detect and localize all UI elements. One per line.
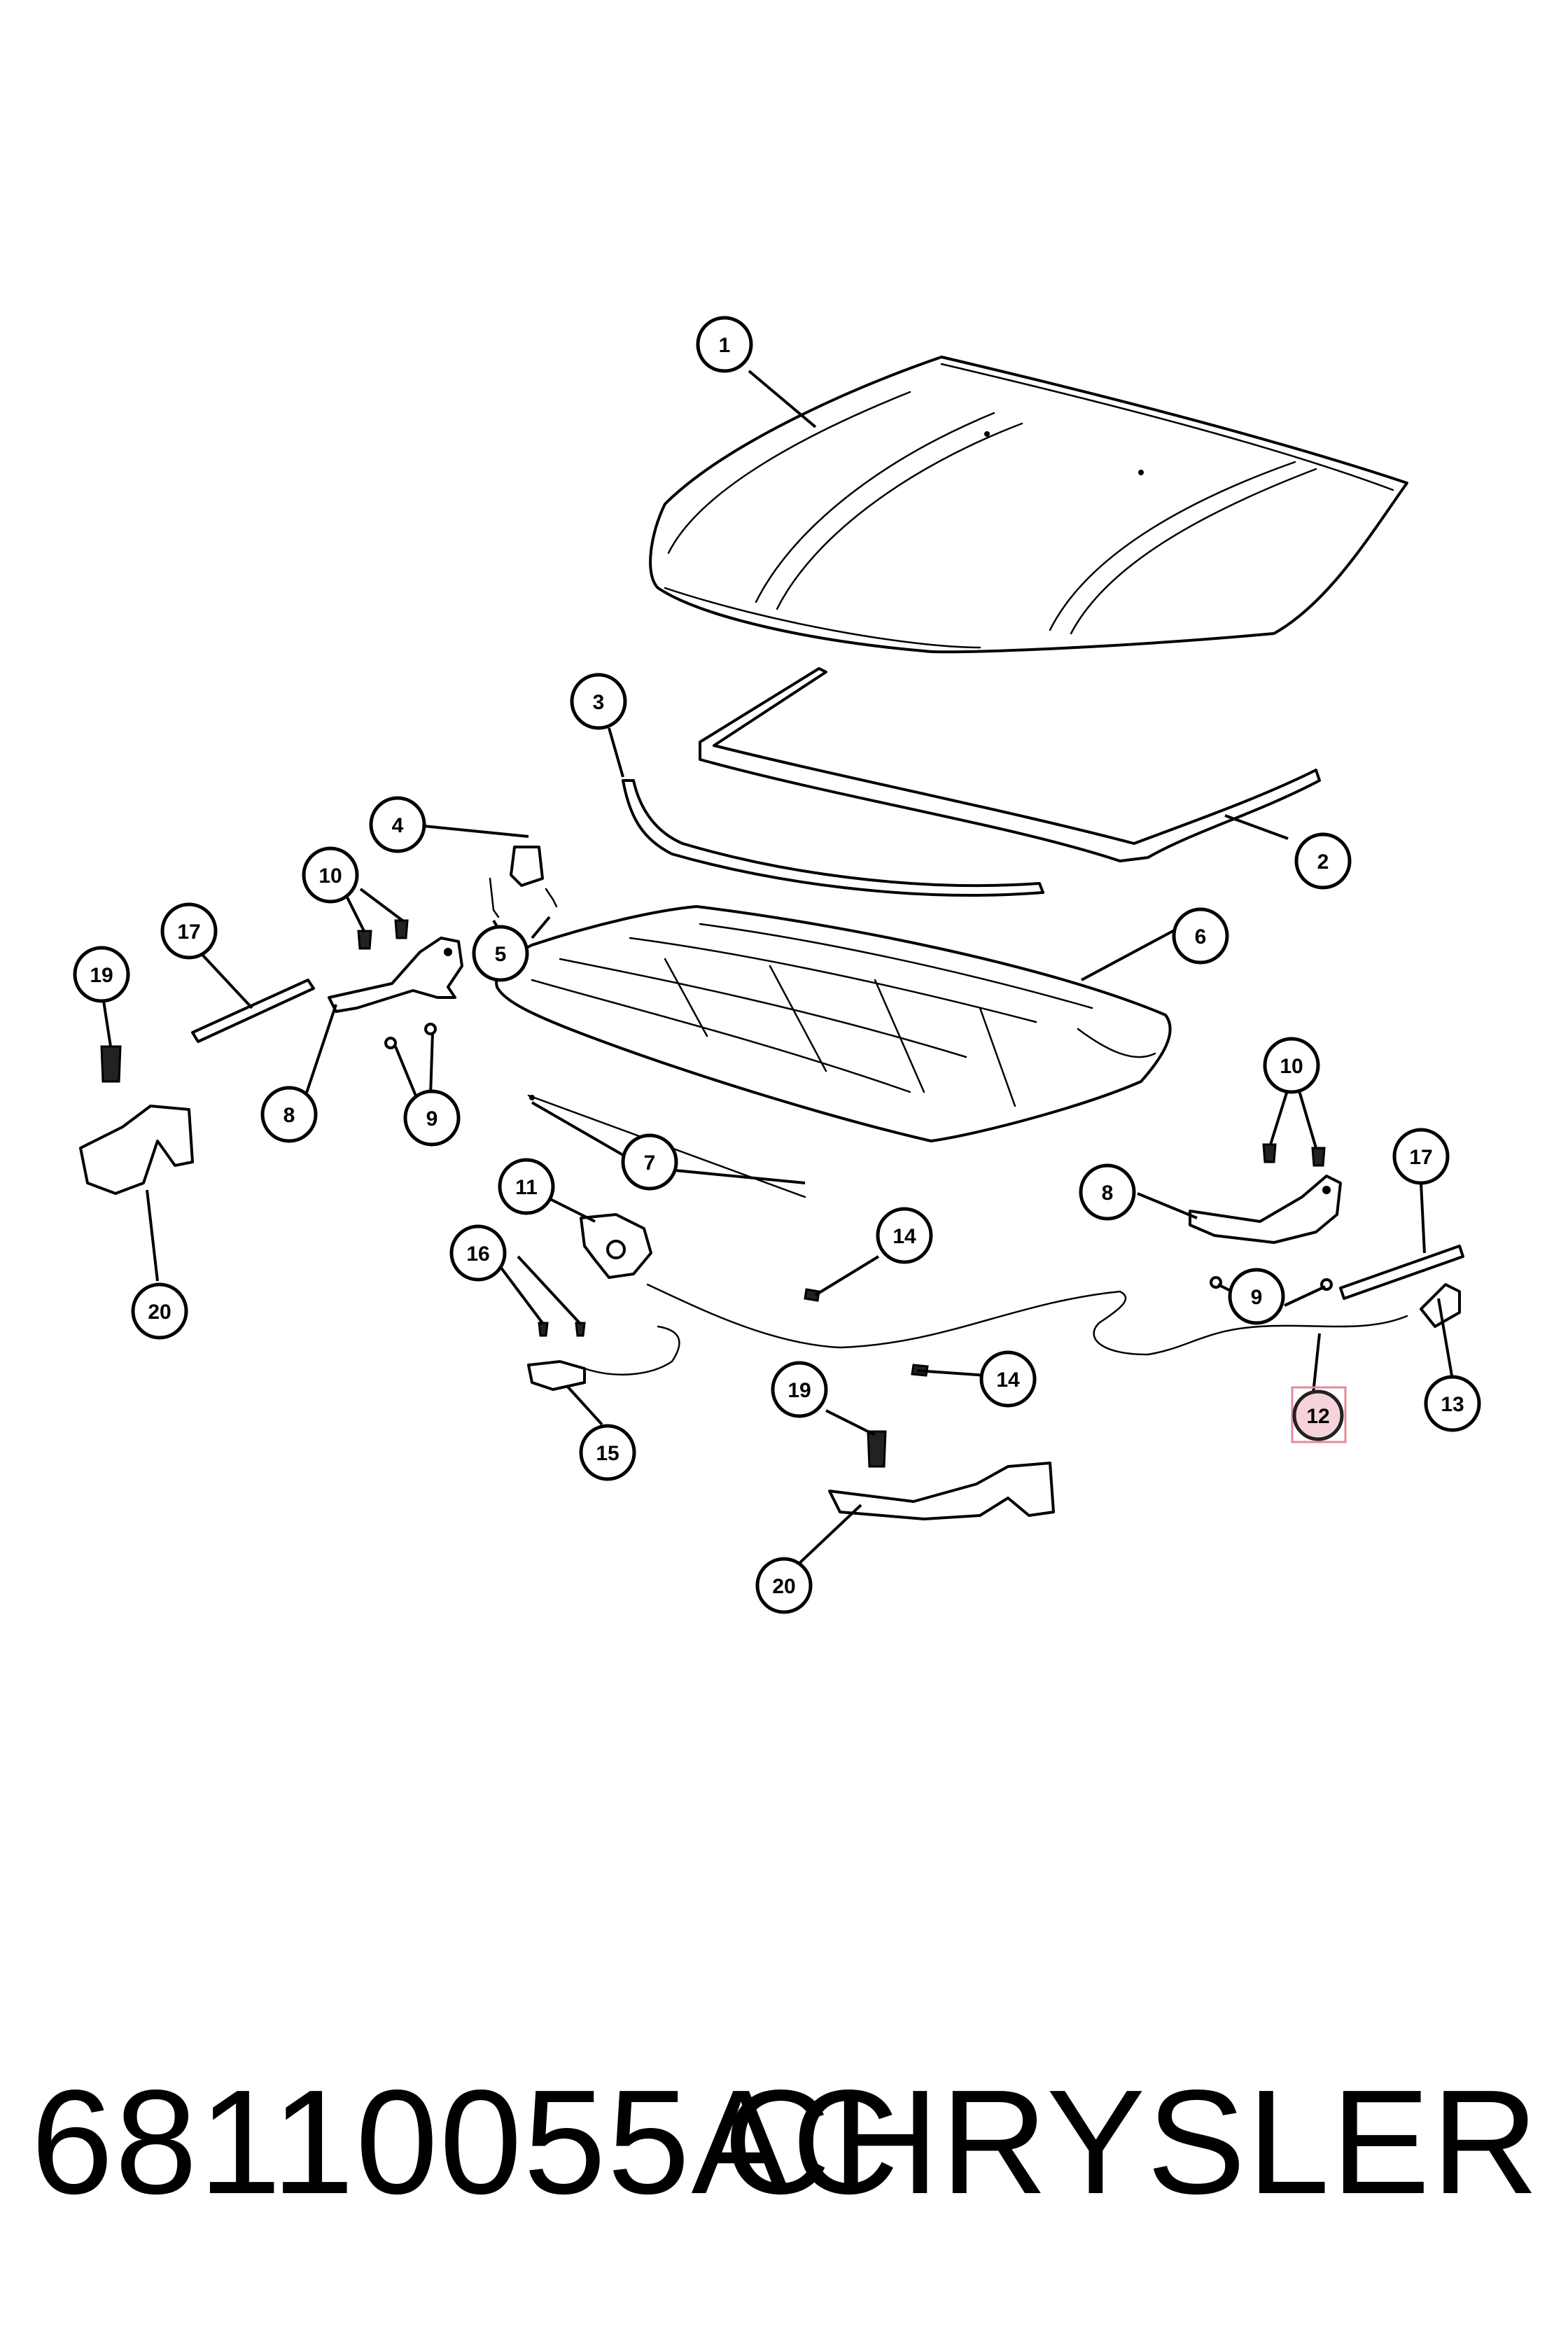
release-cable[interactable] bbox=[646, 1283, 1408, 1356]
svg-text:15: 15 bbox=[596, 1442, 619, 1465]
bracket-center[interactable] bbox=[828, 1462, 1055, 1520]
secondary-latch[interactable] bbox=[527, 1325, 680, 1391]
callout-7[interactable]: 7 bbox=[621, 1133, 678, 1191]
callout-9-left[interactable]: 9 bbox=[403, 1089, 461, 1147]
callout-2[interactable]: 2 bbox=[1294, 832, 1352, 890]
svg-text:17: 17 bbox=[177, 920, 200, 944]
callout-20-left[interactable]: 20 bbox=[131, 1282, 188, 1340]
svg-text:11: 11 bbox=[515, 1176, 538, 1199]
svg-text:17: 17 bbox=[1409, 1146, 1432, 1169]
callout-17-right[interactable]: 17 bbox=[1392, 1128, 1450, 1185]
callout-11[interactable]: 11 bbox=[498, 1158, 555, 1215]
hood-seal[interactable] bbox=[699, 667, 1321, 862]
svg-text:10: 10 bbox=[1280, 1055, 1303, 1078]
svg-text:14: 14 bbox=[996, 1368, 1020, 1392]
svg-text:3: 3 bbox=[593, 691, 605, 714]
callout-19-center[interactable]: 19 bbox=[771, 1361, 828, 1418]
callout-12[interactable]: 12 bbox=[1292, 1390, 1344, 1441]
svg-text:20: 20 bbox=[148, 1301, 171, 1324]
svg-text:9: 9 bbox=[1251, 1286, 1263, 1309]
hood-hinge-right[interactable] bbox=[1189, 1175, 1342, 1244]
footer: 68110055AC CHRYSLER bbox=[0, 2058, 1568, 2226]
callout-20-center[interactable]: 20 bbox=[755, 1557, 813, 1614]
callout-16[interactable]: 16 bbox=[449, 1224, 507, 1282]
callout-10-left[interactable]: 10 bbox=[302, 846, 359, 904]
screw-left-a[interactable] bbox=[384, 1037, 397, 1049]
svg-text:19: 19 bbox=[90, 964, 113, 987]
svg-text:8: 8 bbox=[284, 1104, 295, 1127]
callout-14-bottom[interactable]: 14 bbox=[979, 1350, 1037, 1408]
callout-9-right[interactable]: 9 bbox=[1228, 1268, 1285, 1325]
callout-3[interactable]: 3 bbox=[570, 673, 627, 730]
svg-text:7: 7 bbox=[644, 1152, 656, 1175]
callout-17-left[interactable]: 17 bbox=[160, 902, 218, 960]
callout-8-left[interactable]: 8 bbox=[260, 1086, 318, 1143]
latch-fasteners[interactable] bbox=[538, 1322, 586, 1337]
callout-4[interactable]: 4 bbox=[369, 796, 426, 853]
svg-text:16: 16 bbox=[466, 1242, 489, 1266]
callout-14-top[interactable]: 14 bbox=[876, 1207, 933, 1264]
prop-clips[interactable] bbox=[489, 877, 558, 918]
svg-text:20: 20 bbox=[772, 1575, 795, 1598]
svg-text:12: 12 bbox=[1306, 1405, 1329, 1428]
gas-strut-left[interactable] bbox=[191, 979, 315, 1043]
svg-text:9: 9 bbox=[426, 1107, 438, 1130]
callout-13[interactable]: 13 bbox=[1424, 1375, 1481, 1432]
svg-text:13: 13 bbox=[1441, 1393, 1464, 1416]
callout-1[interactable]: 1 bbox=[696, 316, 753, 373]
svg-text:1: 1 bbox=[719, 334, 731, 357]
brand-name: CHRYSLER bbox=[723, 2059, 1540, 2225]
svg-text:14: 14 bbox=[892, 1225, 916, 1248]
part-number: 68110055AC bbox=[31, 2059, 901, 2225]
front-seal[interactable] bbox=[622, 779, 1044, 897]
hood-inner-panel[interactable] bbox=[495, 905, 1172, 1142]
hood-bumper[interactable] bbox=[510, 846, 544, 887]
bolt-center[interactable] bbox=[867, 1430, 887, 1468]
bolt-left[interactable] bbox=[100, 1045, 122, 1083]
svg-text:2: 2 bbox=[1317, 850, 1329, 874]
callout-10-right[interactable]: 10 bbox=[1263, 1037, 1320, 1094]
screw-left-b[interactable] bbox=[424, 1023, 437, 1035]
callout-19-left[interactable]: 19 bbox=[73, 946, 130, 1003]
svg-text:6: 6 bbox=[1195, 925, 1207, 948]
svg-text:8: 8 bbox=[1102, 1182, 1114, 1205]
svg-text:5: 5 bbox=[495, 943, 507, 966]
bracket-left[interactable] bbox=[79, 1105, 194, 1195]
callout-8-right[interactable]: 8 bbox=[1079, 1163, 1136, 1221]
callout-6[interactable]: 6 bbox=[1172, 907, 1229, 965]
callout-15[interactable]: 15 bbox=[579, 1424, 636, 1481]
svg-text:10: 10 bbox=[318, 864, 342, 888]
gas-strut-right[interactable] bbox=[1339, 1245, 1464, 1300]
svg-text:19: 19 bbox=[788, 1379, 811, 1402]
leader-lines bbox=[102, 370, 1457, 1566]
svg-text:4: 4 bbox=[392, 814, 404, 837]
bolts-left[interactable] bbox=[357, 919, 409, 950]
hood-panel[interactable] bbox=[649, 356, 1408, 654]
hood-latch[interactable] bbox=[580, 1213, 652, 1279]
hood-hinge-left[interactable] bbox=[328, 937, 463, 1013]
callout-5[interactable]: 5 bbox=[472, 925, 529, 982]
hood-parts-diagram: 1 2 3 4 5 6 7 8 8 9 9 10 10 11 12 13 14 … bbox=[73, 316, 1481, 1614]
cable-clip-a[interactable] bbox=[804, 1288, 820, 1302]
highlight-box-12 bbox=[1291, 1386, 1347, 1443]
